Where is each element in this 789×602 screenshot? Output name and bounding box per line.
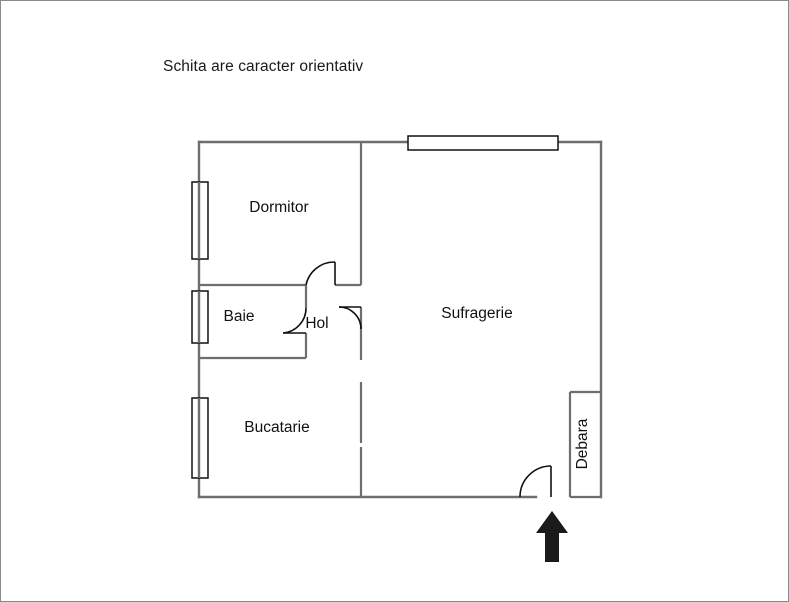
door-baie xyxy=(282,307,307,334)
entrance-arrow-shape xyxy=(536,511,568,562)
entrance-arrow-icon xyxy=(536,511,568,562)
room-label-bucatarie: Bucatarie xyxy=(244,419,309,436)
exterior-walls xyxy=(197,140,603,499)
door-entrance-arc xyxy=(519,465,552,498)
door-entrance xyxy=(519,465,552,498)
door-hol-sufragerie xyxy=(338,306,362,330)
door-dormitor-hol xyxy=(305,261,336,286)
interior-walls xyxy=(199,142,601,499)
door-hol-sufragerie-arc xyxy=(338,306,362,330)
door-baie-arc xyxy=(282,307,307,334)
room-label-baie: Baie xyxy=(223,308,254,325)
room-label-sufragerie: Sufragerie xyxy=(441,305,513,322)
room-label-debara: Debara xyxy=(574,418,591,469)
door-dormitor-hol-arc xyxy=(305,261,336,286)
window-sufragerie-icon xyxy=(407,135,559,151)
room-label-dormitor: Dormitor xyxy=(249,199,308,216)
room-label-hol: Hol xyxy=(305,315,328,332)
plan-caption: Schita are caracter orientativ xyxy=(163,58,364,75)
